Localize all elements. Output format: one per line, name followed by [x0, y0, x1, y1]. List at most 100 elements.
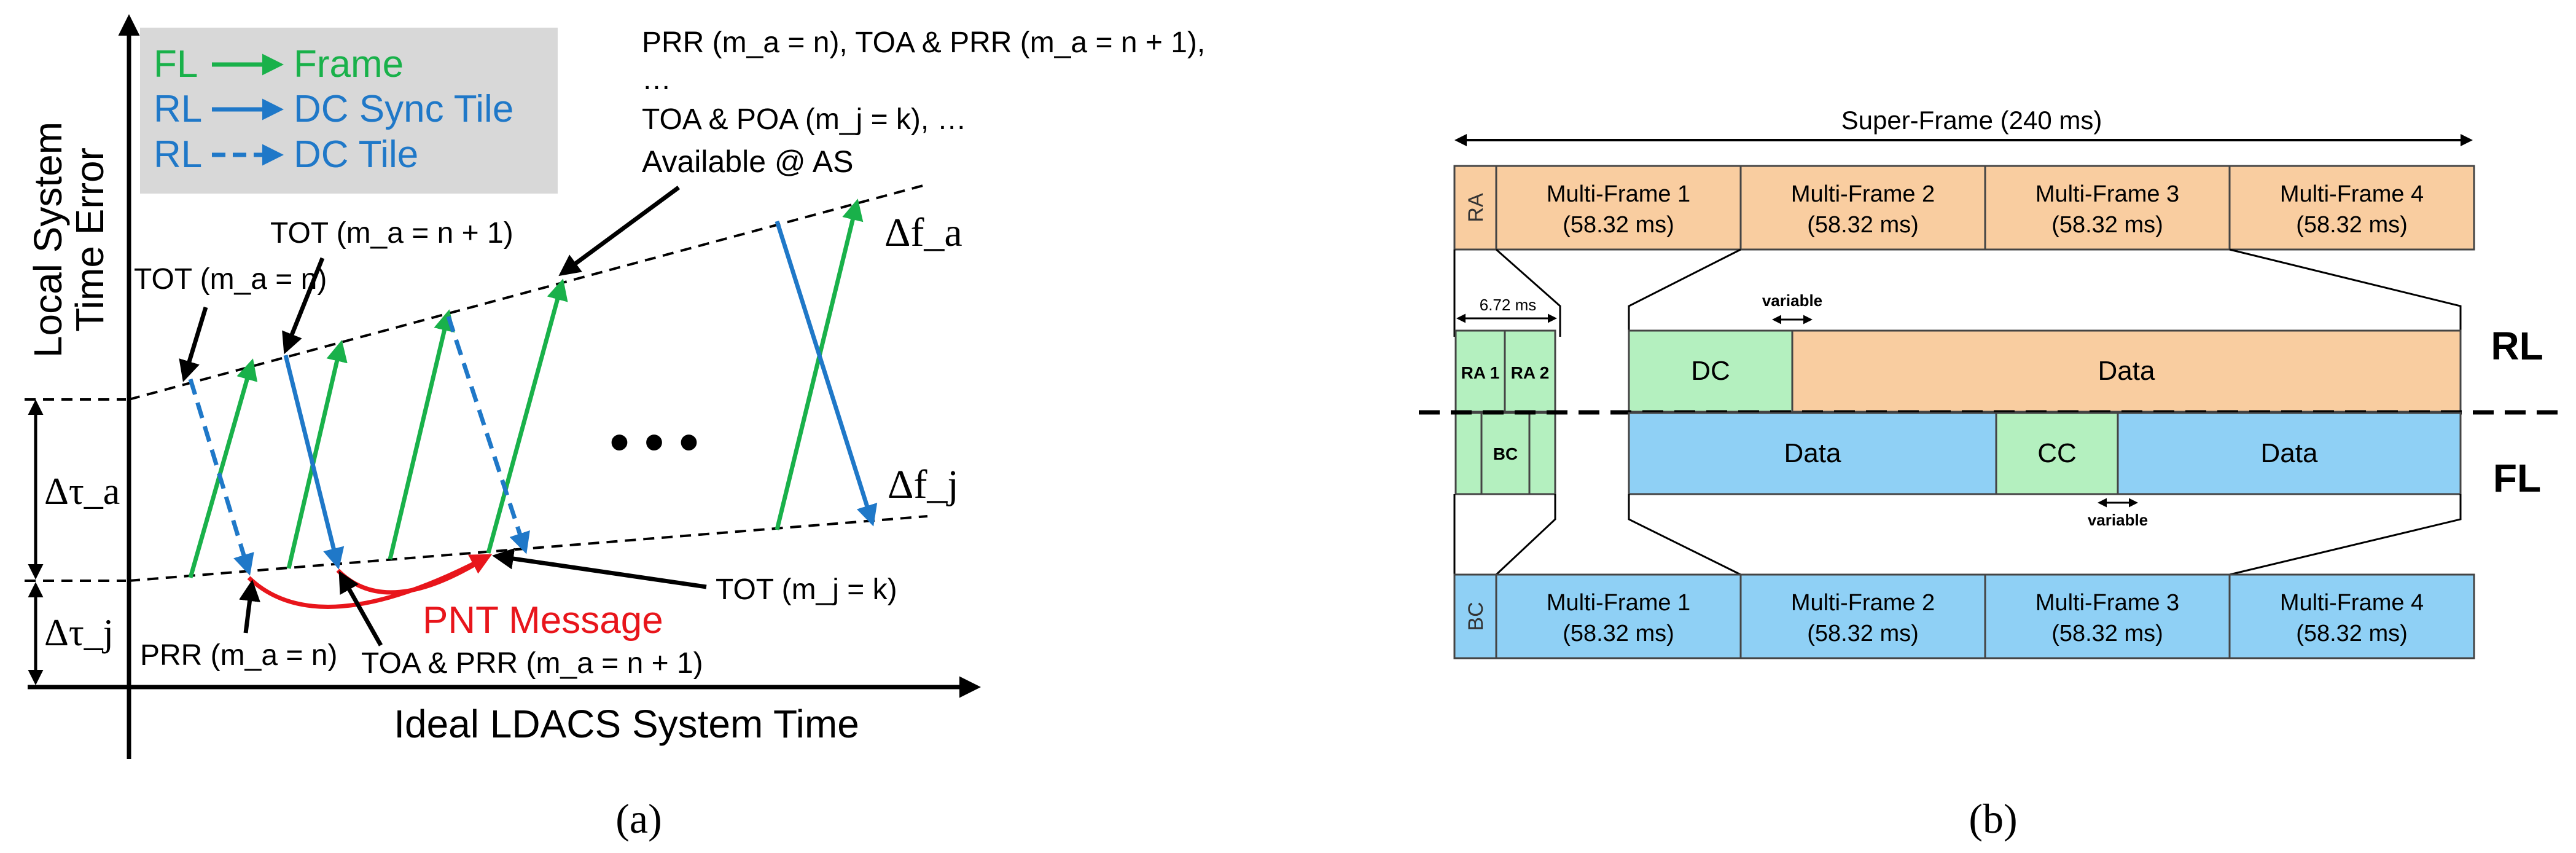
ra2-slot — [1504, 329, 1556, 413]
lower-envelope — [128, 515, 928, 582]
bottom-multiframe-2-duration: (58.32 ms) — [1807, 621, 1919, 647]
delta-tau-j: Δτ_j — [44, 612, 114, 654]
bc-zoom-lines — [1495, 494, 1556, 576]
ra-label: RA — [1464, 193, 1488, 222]
top-multiframe-3 — [1984, 165, 2231, 251]
pnt-message: PNT Message — [423, 599, 663, 642]
bottom-multiframe-4-name: Multi-Frame 4 — [2280, 590, 2424, 616]
bottom-multiframe-2-name: Multi-Frame 2 — [1791, 590, 1935, 616]
bottom-multiframe-1 — [1495, 573, 1742, 659]
top-multiframe-2 — [1739, 165, 1986, 251]
fl-data-right-label: Data — [2261, 438, 2318, 468]
note-line2: … — [642, 63, 671, 96]
bottom-multiframe-2 — [1739, 573, 1986, 659]
bottom-multiframe: Multi-Frame 1 (58.32 ms) Multi-Frame 2 (… — [1495, 573, 2475, 659]
legend-rl-value2: DC Tile — [294, 133, 418, 176]
variable-bottom-label: variable — [2088, 511, 2148, 529]
fl-frame-arrow — [388, 309, 455, 560]
legend-rl-key2: RL — [154, 133, 202, 176]
bc-slot-label: BC — [1493, 444, 1518, 463]
y-axis-label-line2: Time Error — [68, 147, 112, 332]
panel-a: Local System Time Error Ideal LDACS Syst… — [25, 14, 1205, 842]
tot-n-pointer — [179, 306, 208, 382]
bottom-multiframe-3 — [1984, 573, 2231, 659]
top-multiframe: Multi-Frame 1 (58.32 ms) Multi-Frame 2 (… — [1495, 165, 2475, 251]
bc-cell — [1453, 573, 1497, 659]
note-line1: PRR (m_a = n), TOA & PRR (m_a = n + 1), — [642, 26, 1205, 59]
caption-b: (b) — [1969, 795, 2017, 842]
tot-n-label: TOT (m_a = n) — [134, 263, 327, 296]
top-multiframe-2-duration: (58.32 ms) — [1807, 212, 1919, 238]
delta-tau-a: Δτ_a — [44, 471, 120, 513]
bottom-multiframe-4 — [2228, 573, 2475, 659]
caption-a: (a) — [615, 795, 662, 842]
fl-data-left-label: Data — [1784, 438, 1841, 468]
fl-frame-arrow — [775, 199, 864, 530]
top-multiframe-1 — [1495, 165, 1742, 251]
rl-data-cell — [1791, 329, 2462, 413]
available-label: Available @ AS — [642, 144, 853, 179]
legend-rl-value1: DC Sync Tile — [294, 88, 513, 130]
toa-prr-pointer — [338, 570, 383, 647]
fl-frame-arrow — [286, 340, 348, 569]
panel-b: Super-Frame (240 ms) RA Multi-Frame 1 (5… — [1419, 106, 2567, 842]
fl-label: FL — [2493, 456, 2541, 500]
upper-envelope — [128, 183, 928, 401]
legend-rl-key1: RL — [154, 88, 202, 130]
x-axis-label: Ideal LDACS System Time — [394, 702, 859, 746]
bc-slot — [1454, 412, 1556, 495]
fl-frame-arrow — [188, 358, 258, 578]
legend-fl-key: FL — [154, 43, 198, 85]
ra-zoom-lines — [1496, 248, 1561, 337]
prr-label: PRR (m_a = n) — [140, 639, 337, 672]
bottom-multiframe-3-duration: (58.32 ms) — [2051, 621, 2163, 647]
prr-pointer — [239, 580, 260, 634]
legend: FL Frame RL DC Sync Tile RL DC Tile — [140, 28, 558, 194]
fl-zoom-lines — [1628, 494, 1741, 576]
note-line3: TOA & POA (m_j = k), … — [642, 103, 967, 136]
legend-fl-value: Frame — [294, 43, 404, 85]
dc-cell — [1628, 329, 1793, 413]
ra1-label: RA 1 — [1461, 363, 1500, 382]
top-multiframe-4-name: Multi-Frame 4 — [2280, 181, 2424, 207]
tot-n1-label: TOT (m_a = n + 1) — [270, 217, 513, 250]
rl-sync-tile-arrow — [775, 220, 878, 527]
multiframe-zoom-lines — [2229, 248, 2462, 331]
superframe-label: Super-Frame (240 ms) — [1841, 106, 2102, 135]
rl-dc-tile-arrow — [188, 378, 254, 576]
pnt-arc — [247, 554, 493, 609]
y-axis-label-line1: Local System — [26, 122, 70, 358]
cc-cell — [1995, 412, 2119, 495]
top-multiframe-1-duration: (58.32 ms) — [1563, 212, 1674, 238]
cc-label: CC — [2037, 438, 2077, 468]
bc-label: BC — [1464, 602, 1488, 631]
delta-f-a: Δf_a — [884, 210, 962, 255]
top-multiframe-4 — [2228, 165, 2475, 251]
fl-frame-arrow — [486, 278, 568, 554]
fl-data-right-cell — [2117, 412, 2462, 495]
tot-k-label: TOT (m_j = k) — [716, 573, 897, 606]
top-multiframe-3-duration: (58.32 ms) — [2051, 212, 2163, 238]
top-multiframe-4-duration: (58.32 ms) — [2296, 212, 2408, 238]
toa-prr-label: TOA & PRR (m_a = n + 1) — [361, 647, 703, 680]
bottom-multiframe-4-duration: (58.32 ms) — [2296, 621, 2408, 647]
ra-slot-duration: 6.72 ms — [1480, 296, 1537, 314]
bottom-multiframe-1-name: Multi-Frame 1 — [1547, 590, 1690, 616]
fl-data-left-cell — [1628, 412, 1997, 495]
dc-label: DC — [1691, 356, 1730, 386]
bottom-multiframe-1-duration: (58.32 ms) — [1563, 621, 1674, 647]
tot-n1-pointer — [282, 257, 325, 355]
top-multiframe-3-name: Multi-Frame 3 — [2035, 181, 2179, 207]
multiframe-zoom-lines — [1628, 248, 1741, 331]
top-multiframe-1-name: Multi-Frame 1 — [1547, 181, 1690, 207]
fl-zoom-lines — [2229, 494, 2462, 576]
available-pointer — [558, 186, 681, 277]
ellipsis: • • • — [610, 412, 699, 473]
rl-dc-tile-arrow — [446, 315, 530, 554]
legend-box — [140, 28, 558, 194]
rl-sync-tile-arrow — [283, 355, 345, 570]
rl-data-label: Data — [2098, 356, 2155, 386]
tot-k-pointer — [492, 548, 707, 589]
ra2-label: RA 2 — [1511, 363, 1550, 382]
